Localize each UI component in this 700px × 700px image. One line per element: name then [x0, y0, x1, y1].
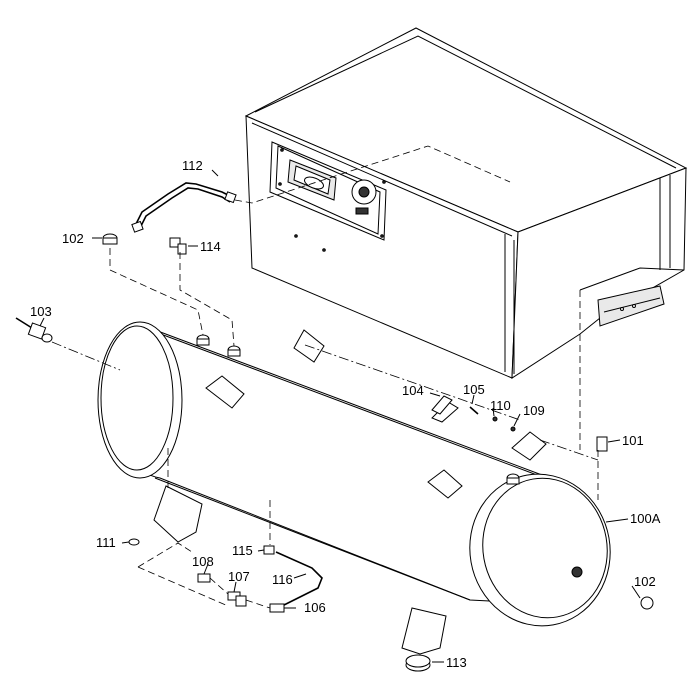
assembly-lines — [51, 145, 599, 609]
callout-104: 104 — [402, 383, 424, 398]
callout-103: 103 — [30, 304, 52, 319]
callout-105: 105 — [463, 382, 485, 397]
callout-102-top: 102 — [62, 231, 84, 246]
leader-lines — [39, 169, 641, 663]
compressor-enclosure — [244, 27, 688, 379]
callout-labels: 112 102 114 103 104 105 110 109 101 100A… — [30, 158, 661, 670]
callout-109: 109 — [523, 403, 545, 418]
receiver-tank — [97, 321, 611, 655]
callout-116: 116 — [272, 572, 293, 587]
callout-101: 101 — [622, 433, 644, 448]
callout-107: 107 — [228, 569, 250, 584]
callout-114: 114 — [200, 239, 221, 254]
callout-115: 115 — [232, 543, 253, 558]
callout-106: 106 — [304, 600, 326, 615]
callout-100a: 100A — [630, 511, 661, 526]
callout-102-bottom: 102 — [634, 574, 656, 589]
callout-110: 110 — [490, 398, 511, 413]
callout-108: 108 — [192, 554, 214, 569]
loose-parts — [15, 182, 654, 672]
callout-113: 113 — [446, 655, 467, 670]
callout-111: 111 — [96, 535, 116, 550]
callout-112: 112 — [182, 158, 203, 173]
